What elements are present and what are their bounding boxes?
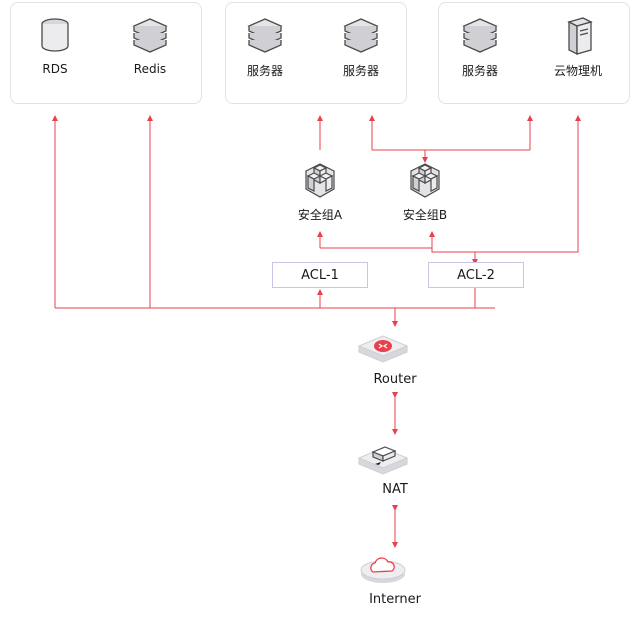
nat-label: NAT bbox=[382, 482, 408, 497]
server-stack-icon bbox=[247, 18, 283, 53]
security-group-icon bbox=[305, 163, 335, 198]
acl-2-box[interactable]: ACL-2 bbox=[428, 262, 524, 288]
server-stack-icon bbox=[132, 18, 168, 53]
router-icon bbox=[357, 335, 409, 363]
redis-label: Redis bbox=[133, 62, 167, 76]
baremetal-label: 云物理机 bbox=[553, 64, 602, 78]
internet-label: Interner bbox=[369, 592, 421, 607]
database-icon bbox=[41, 18, 69, 52]
acl-1-box[interactable]: ACL-1 bbox=[272, 262, 368, 288]
server-stack-icon bbox=[343, 18, 379, 53]
rds-label: RDS bbox=[42, 62, 68, 76]
redis-node[interactable]: Redis bbox=[115, 16, 185, 86]
server-a1-label: 服务器 bbox=[246, 64, 283, 78]
security-group-icon bbox=[410, 163, 440, 198]
cloud-icon bbox=[360, 557, 406, 583]
server-b1-node[interactable]: 服务器 bbox=[445, 16, 515, 86]
router-label: Router bbox=[373, 372, 417, 387]
baremetal-node[interactable]: 云物理机 bbox=[543, 16, 613, 86]
db-group-box bbox=[10, 2, 202, 104]
nat-node[interactable]: NAT bbox=[355, 438, 435, 518]
server-stack-icon bbox=[462, 18, 498, 53]
line-to-baremetal bbox=[431, 115, 581, 253]
server-a2-label: 服务器 bbox=[342, 64, 379, 78]
server-a2-node[interactable]: 服务器 bbox=[326, 16, 396, 86]
security-group-a-label: 安全组A bbox=[297, 208, 343, 222]
security-group-b-node[interactable]: 安全组B bbox=[390, 160, 460, 230]
nat-gateway-icon bbox=[357, 446, 409, 475]
internet-node[interactable]: Interner bbox=[355, 548, 435, 628]
router-node[interactable]: Router bbox=[355, 328, 435, 408]
server-a1-node[interactable]: 服务器 bbox=[230, 16, 300, 86]
server-b1-label: 服务器 bbox=[461, 64, 498, 78]
rds-node[interactable]: RDS bbox=[20, 16, 90, 86]
security-group-a-node[interactable]: 安全组A bbox=[285, 160, 355, 230]
tower-server-icon bbox=[567, 17, 593, 56]
security-group-b-label: 安全组B bbox=[402, 208, 448, 222]
server-group-a-box bbox=[225, 2, 407, 104]
server-group-b-box bbox=[438, 2, 630, 104]
